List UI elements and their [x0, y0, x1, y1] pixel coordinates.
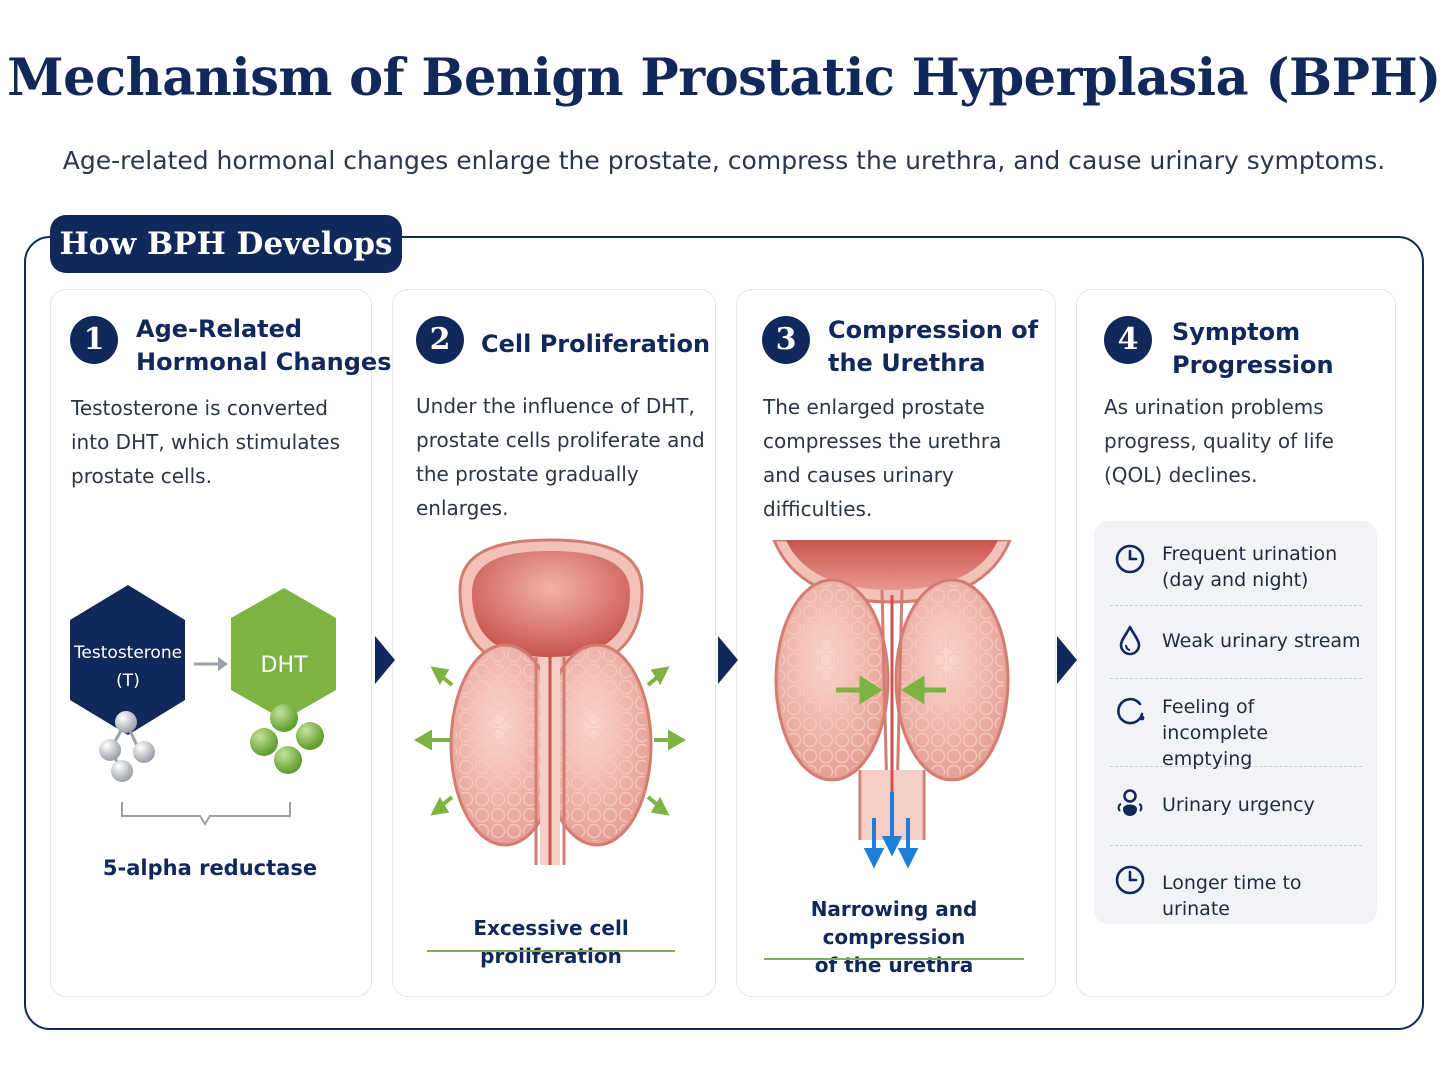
symptom-label-line: Feeling of incomplete: [1162, 696, 1269, 744]
incomplete-circle-icon: [1117, 697, 1145, 725]
symptom-label-line: Weak urinary stream: [1162, 630, 1361, 652]
description-line: progress, quality of life: [1104, 429, 1334, 453]
description-line: into DHT, which stimulates: [71, 430, 341, 454]
chevron-right-icon: [1057, 636, 1077, 684]
testosterone-molecule-icon: [99, 711, 155, 782]
page-title: Mechanism of Benign Prostatic Hyperplasi…: [7, 48, 1441, 108]
symptom-label: Urinary urgency: [1162, 792, 1315, 818]
caption-underline: [764, 958, 1024, 960]
description-line: and causes urinary: [763, 463, 954, 487]
step-description-3: The enlarged prostate compresses the ure…: [763, 390, 1001, 526]
bladder-urgency-icon: [1117, 789, 1143, 816]
description-line: Under the influence of DHT,: [416, 394, 695, 418]
cell-texture: [455, 649, 555, 841]
testosterone-to-dht-diagram: Testosterone (T) DHT: [70, 585, 336, 826]
description-line: Testosterone is converted: [71, 396, 328, 420]
clock-icon: [1115, 865, 1145, 895]
heading-line: Cell Proliferation: [481, 330, 711, 358]
enlarged-prostate-illustration: [414, 538, 686, 865]
compression-caption: Narrowing and compression of the urethra: [746, 895, 1042, 979]
chevron-right-icon: [718, 636, 738, 684]
dht-label: DHT: [261, 653, 308, 678]
dht-hexagon: [231, 588, 336, 720]
caption-line: Excessive cell proliferation: [473, 916, 629, 968]
step-heading-1: Age-Related Hormonal Changes: [136, 313, 392, 379]
step-number-1: 1: [70, 316, 118, 364]
step-heading-3: Compression of the Urethra: [828, 314, 1038, 380]
description-line: the prostate gradually: [416, 462, 639, 486]
description-line: difficulties.: [763, 497, 873, 521]
symptom-panel: [1094, 521, 1377, 924]
description-line: prostate cells proliferate and: [416, 428, 705, 452]
step-number-2: 2: [416, 316, 464, 364]
heading-line: the Urethra: [828, 349, 986, 377]
symptom-label-line: Urinary urgency: [1162, 794, 1315, 816]
symptom-item: Weak urinary stream: [1110, 606, 1362, 679]
step-number-4: 4: [1104, 316, 1152, 364]
cell-texture: [547, 649, 647, 841]
steps-frame: [24, 236, 1424, 1030]
description-line: (QOL) declines.: [1104, 463, 1258, 487]
cell-texture: [780, 584, 884, 776]
symptom-label: Feeling of incomplete emptying: [1162, 694, 1362, 772]
bladder: [786, 540, 998, 590]
symptom-item: Feeling of incomplete emptying: [1110, 679, 1362, 770]
bladder: [472, 551, 630, 657]
step-heading-4: Symptom Progression: [1172, 316, 1334, 382]
testosterone-hexagon: [70, 585, 185, 735]
symptom-item: Frequent urination (day and night): [1110, 530, 1362, 606]
page-subtitle: Age-related hormonal changes enlarge the…: [62, 146, 1386, 175]
caption-underline: [427, 950, 675, 952]
step-number-3: 3: [762, 316, 810, 364]
step-description-2: Under the influence of DHT, prostate cel…: [416, 389, 705, 525]
symptom-label-line: emptying: [1162, 748, 1253, 770]
urethra-outer-walls: [858, 770, 926, 840]
heading-line: Compression of: [828, 316, 1039, 344]
symptom-label: Frequent urination (day and night): [1162, 541, 1337, 593]
expansion-arrows-icon: [414, 666, 686, 816]
droplet-icon: [1119, 625, 1141, 656]
description-line: As urination problems: [1104, 395, 1324, 419]
symptom-label-line: Frequent urination: [1162, 543, 1338, 565]
chevron-right-icon: [375, 636, 395, 684]
description-line: compresses the urethra: [763, 429, 1002, 453]
testosterone-abbrev: (T): [116, 671, 140, 691]
description-line: enlarges.: [416, 496, 509, 520]
cell-texture: [900, 584, 1004, 776]
proliferation-caption: Excessive cell proliferation: [408, 914, 694, 970]
heading-line: Progression: [1172, 351, 1334, 379]
enzyme-bracket: [121, 802, 291, 826]
weak-flow-arrows-icon: [863, 792, 919, 869]
heading-line: Age-Related: [136, 315, 303, 343]
clock-icon: [1115, 544, 1145, 574]
compression-arrows-icon: [836, 675, 946, 705]
symptom-label-line: Longer time to urinate: [1162, 872, 1302, 920]
heading-line: Symptom: [1172, 318, 1301, 346]
enzyme-label: 5-alpha reductase: [102, 856, 318, 880]
section-tag: How BPH Develops: [50, 215, 402, 273]
step-description-1: Testosterone is converted into DHT, whic…: [71, 391, 340, 493]
symptom-label: Weak urinary stream: [1162, 628, 1361, 654]
caption-line: of the urethra: [814, 953, 974, 977]
arrow-right-icon: [194, 657, 228, 671]
testosterone-label: Testosterone: [73, 643, 182, 663]
urethra-compression-illustration: [772, 540, 1012, 869]
symptom-label-line: (day and night): [1162, 569, 1309, 591]
step-heading-2: Cell Proliferation: [481, 328, 710, 361]
symptom-item: Urinary urgency: [1110, 767, 1362, 846]
caption-line: Narrowing and compression: [810, 897, 978, 949]
step-description-4: As urination problems progress, quality …: [1104, 390, 1334, 492]
symptom-item: Longer time to urinate: [1110, 846, 1362, 920]
description-line: The enlarged prostate: [763, 395, 985, 419]
dht-molecule-icon: [250, 704, 324, 774]
heading-line: Hormonal Changes: [136, 348, 392, 376]
description-line: prostate cells.: [71, 464, 212, 488]
urethra-walls: [534, 657, 566, 865]
symptom-label: Longer time to urinate: [1162, 870, 1362, 922]
